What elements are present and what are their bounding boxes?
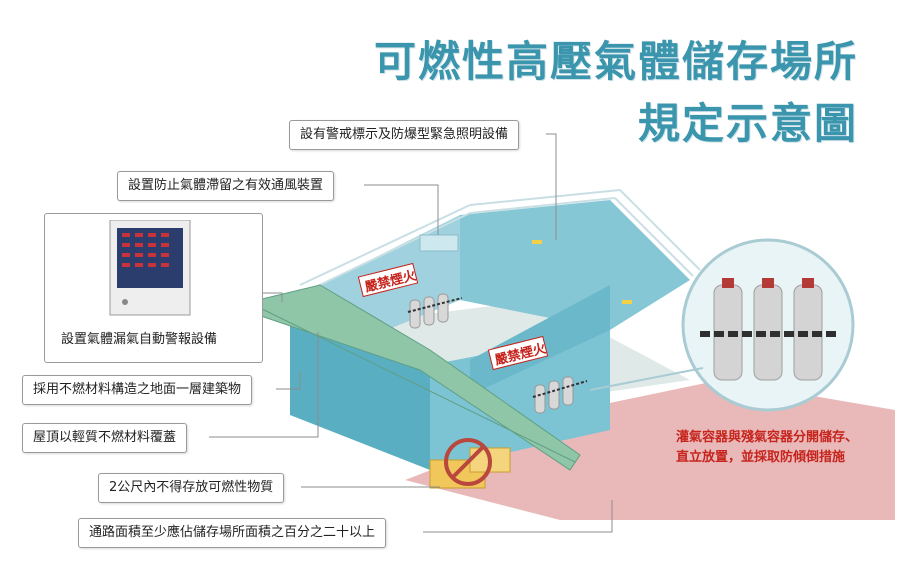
no-flammables-icon bbox=[429, 438, 511, 489]
gas-leak-alarm-label: 設置氣體漏氣自動警報設備 bbox=[51, 326, 228, 354]
chain-icon bbox=[532, 380, 588, 398]
leader-line bbox=[209, 332, 319, 438]
page-title: 可燃性高壓氣體儲存場所 bbox=[373, 37, 858, 86]
leader-line bbox=[364, 184, 439, 235]
gas-cylinder-icon bbox=[548, 380, 560, 410]
nonflammable-floor-label: 採用不燃材料構造之地面一層建築物 bbox=[22, 375, 253, 405]
gas-cylinder-icon bbox=[534, 384, 546, 414]
no-flammables-2m-label: 2公尺內不得存放可燃性物質 bbox=[98, 473, 285, 503]
leader-line bbox=[423, 500, 613, 533]
lightweight-roof-label: 屋頂以輕質不燃材料覆蓋 bbox=[22, 423, 188, 453]
roof-lines bbox=[299, 189, 701, 293]
leader-line bbox=[546, 133, 557, 240]
page-subtitle: 規定示意圖 bbox=[637, 99, 858, 148]
cylinder-group-2 bbox=[532, 376, 588, 414]
alarm-panel-icon bbox=[109, 220, 191, 316]
gas-cylinder-icon bbox=[423, 296, 435, 326]
no-fire-sign-2 bbox=[487, 335, 549, 371]
cylinder-group-1 bbox=[407, 293, 463, 329]
right-back-wall bbox=[460, 200, 690, 330]
chain-icon bbox=[407, 297, 463, 313]
gas-cylinder-icon bbox=[562, 376, 574, 406]
warning-signs-lighting-label: 設有警戒標示及防爆型緊急照明設備 bbox=[289, 120, 520, 150]
roof-beam bbox=[257, 284, 581, 471]
ventilation-label: 設置防止氣體滯留之有效通風裝置 bbox=[117, 171, 335, 201]
leader-line bbox=[276, 372, 301, 390]
passage-area-label: 通路面積至少應佔儲存場所面積之百分之二十以上 bbox=[78, 518, 387, 548]
emergency-light-icon bbox=[532, 240, 542, 244]
emergency-light-icon bbox=[622, 300, 632, 304]
container-storage-note: 灌氣容器與殘氣容器分開儲存、 直立放置，並採取防傾倒措施 bbox=[676, 428, 858, 468]
container-storage-note-line2: 直立放置，並採取防傾倒措施 bbox=[676, 450, 846, 465]
cylinder-magnifier bbox=[589, 238, 855, 412]
left-wall bbox=[290, 300, 430, 470]
gas-cylinder-icon bbox=[409, 299, 421, 329]
ventilation-grille bbox=[419, 234, 459, 252]
gas-cylinder-icon bbox=[437, 293, 449, 323]
alarm-panel-callout: 設置氣體漏氣自動警報設備 bbox=[44, 213, 263, 363]
leader-line bbox=[262, 292, 283, 302]
container-storage-note-line1: 灌氣容器與殘氣容器分開儲存、 bbox=[676, 430, 859, 445]
no-fire-sign-1 bbox=[357, 262, 419, 298]
passage-pavement bbox=[405, 380, 895, 520]
